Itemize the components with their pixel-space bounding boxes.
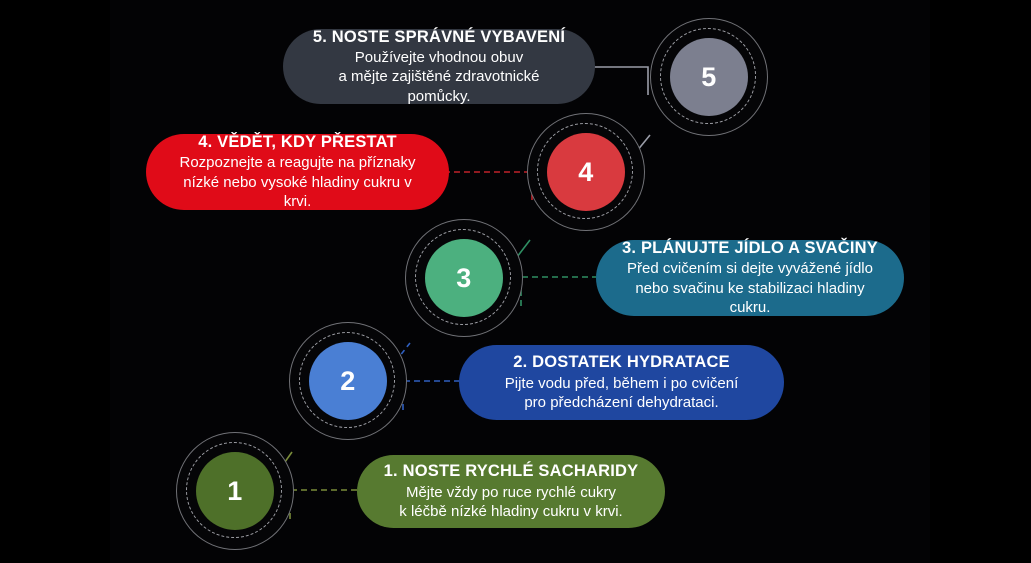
badge-number-4: 4: [547, 133, 625, 211]
step-pill-3[interactable]: 3. PLÁNUJTE JÍDLO A SVAČINY Před cvičení…: [596, 239, 904, 317]
badge-number-5: 5: [670, 38, 748, 116]
badge-dashed-ring: [537, 123, 633, 219]
step-title-1: 1. NOSTE RYCHLÉ SACHARIDY: [383, 462, 639, 481]
step-badge-2[interactable]: 2: [289, 322, 407, 440]
step-title-3: 3. PLÁNUJTE JÍDLO A SVAČINY: [622, 239, 878, 258]
step-badge-1[interactable]: 1: [176, 432, 294, 550]
step-body-1: Mějte vždy po ruce rychlé cukry k léčbě …: [399, 483, 623, 521]
step-pill-5[interactable]: 5. NOSTE SPRÁVNÉ VYBAVENÍ Používejte vho…: [283, 27, 595, 105]
step-badge-5[interactable]: 5: [650, 18, 768, 136]
step-body-3: Před cvičením si dejte vyvážené jídlo ne…: [627, 260, 873, 317]
step-title-2: 2. DOSTATEK HYDRATACE: [513, 353, 730, 372]
step-body-2: Pijte vodu před, během i po cvičení pro …: [504, 374, 739, 412]
badge-number-2: 2: [309, 342, 387, 420]
step-body-5: Používejte vhodnou obuv a mějte zajištěn…: [338, 48, 540, 105]
badge-number-3: 3: [425, 239, 503, 317]
step-badge-4[interactable]: 4: [527, 113, 645, 231]
badge-dashed-ring: [415, 229, 511, 325]
badge-dashed-ring: [660, 28, 756, 124]
step-badge-3[interactable]: 3: [405, 219, 523, 337]
badge-dashed-ring: [299, 332, 395, 428]
step-pill-4[interactable]: 4. VĚDĚT, KDY PŘESTAT Rozpoznejte a reag…: [146, 133, 449, 211]
step-pill-1[interactable]: 1. NOSTE RYCHLÉ SACHARIDY Mějte vždy po …: [357, 455, 665, 528]
badge-number-1: 1: [196, 452, 274, 530]
step-title-5: 5. NOSTE SPRÁVNÉ VYBAVENÍ: [312, 27, 566, 46]
step-title-4: 4. VĚDĚT, KDY PŘESTAT: [198, 133, 397, 152]
badge-dashed-ring: [186, 442, 282, 538]
step-pill-2[interactable]: 2. DOSTATEK HYDRATACE Pijte vodu před, b…: [459, 345, 784, 420]
step-body-4: Rozpoznejte a reagujte na příznaky nízké…: [179, 154, 416, 211]
